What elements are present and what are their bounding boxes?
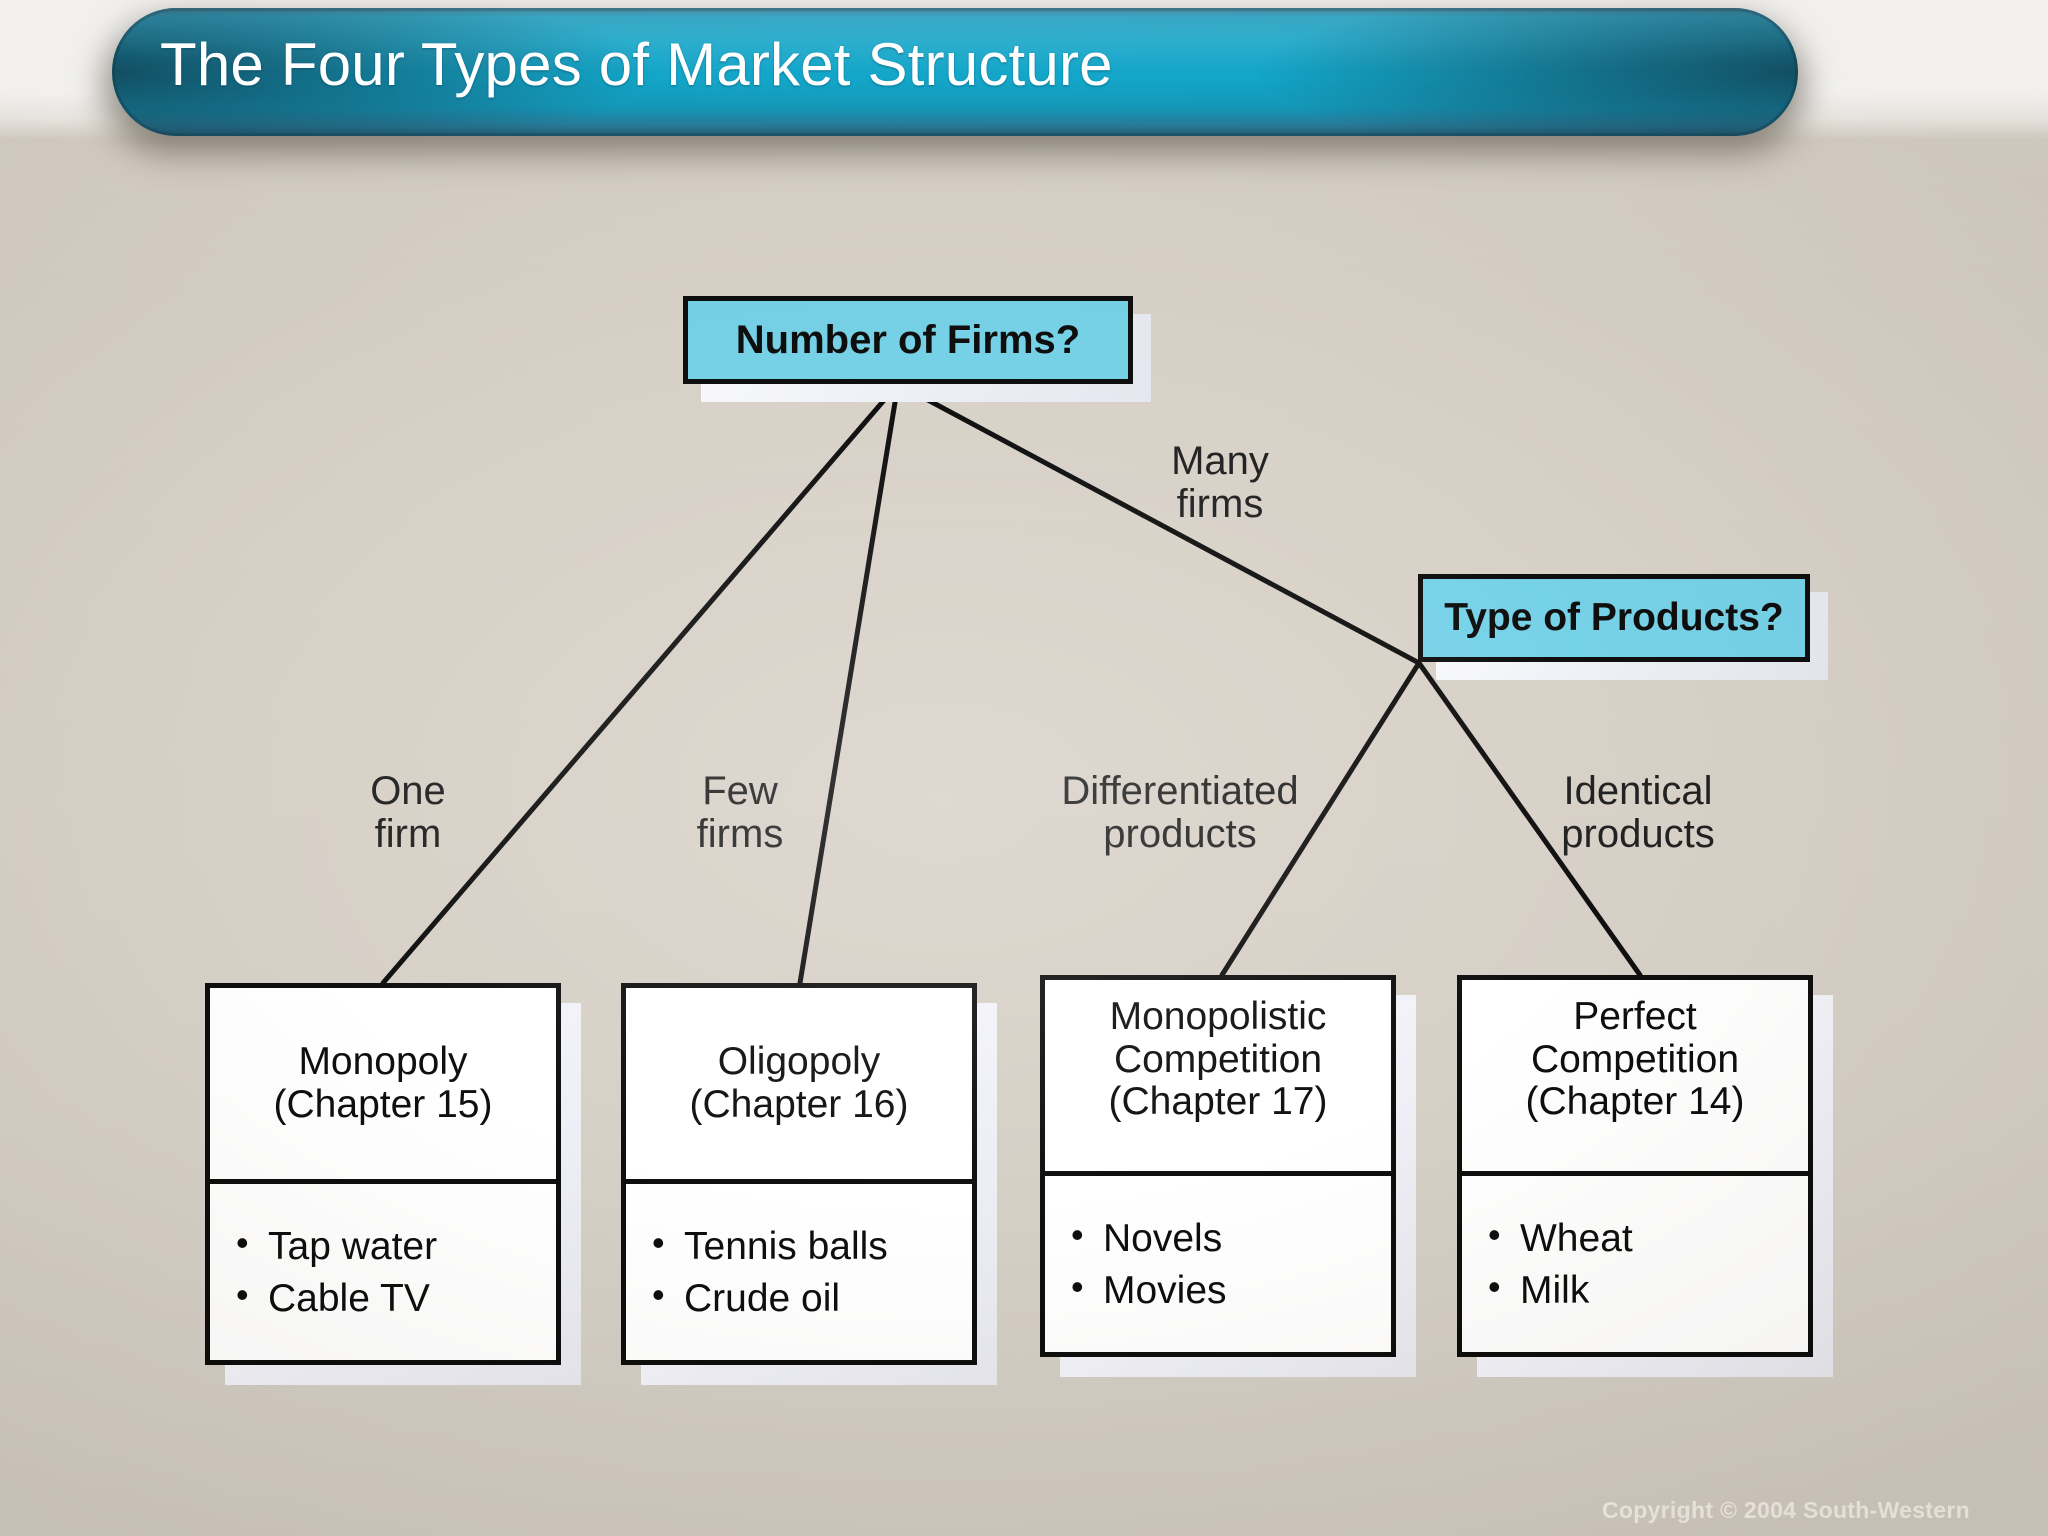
edge-few-firms bbox=[797, 381, 901, 986]
leaf-node-header: Monopolistic Competition (Chapter 17) bbox=[1045, 980, 1391, 1176]
decision-node-number-of-firms[interactable]: Number of Firms? bbox=[683, 296, 1151, 402]
leaf-node-examples: Wheat Milk bbox=[1462, 1176, 1808, 1352]
edge-label-line-2: firm bbox=[374, 812, 442, 857]
edge-label-many-firms: Many firms bbox=[1110, 439, 1330, 527]
leaf-node-chapter: (Chapter 17) bbox=[1108, 1080, 1328, 1123]
leaf-node-header: Perfect Competition (Chapter 14) bbox=[1462, 980, 1808, 1176]
leaf-node-oligopoly[interactable]: Oligopoly (Chapter 16) Tennis balls Crud… bbox=[621, 983, 997, 1385]
leaf-node-box: Perfect Competition (Chapter 14) Wheat M… bbox=[1457, 975, 1813, 1357]
leaf-node-title-line: Monopoly bbox=[298, 1040, 468, 1083]
leaf-node-monopolistic-competition[interactable]: Monopolistic Competition (Chapter 17) No… bbox=[1040, 975, 1416, 1377]
leaf-node-chapter: (Chapter 15) bbox=[273, 1082, 493, 1126]
decision-node-label: Number of Firms? bbox=[683, 296, 1133, 384]
leaf-node-title-line: Competition bbox=[1530, 1037, 1740, 1081]
list-item: Tap water bbox=[236, 1222, 556, 1270]
leaf-node-perfect-competition[interactable]: Perfect Competition (Chapter 14) Wheat M… bbox=[1457, 975, 1833, 1377]
edge-many-firms bbox=[895, 381, 1422, 666]
leaf-node-examples: Tennis balls Crude oil bbox=[626, 1184, 972, 1360]
leaf-node-title-line: Monopolistic bbox=[1109, 995, 1327, 1038]
edge-label-line-2: firms bbox=[696, 812, 784, 857]
leaf-node-title-line: Oligopoly bbox=[717, 1040, 881, 1083]
list-item: Milk bbox=[1488, 1266, 1808, 1314]
edge-one-firm bbox=[380, 381, 901, 986]
list-item: Movies bbox=[1071, 1266, 1391, 1314]
leaf-node-box: Monopolistic Competition (Chapter 17) No… bbox=[1040, 975, 1396, 1357]
edge-label-differentiated-products: Differentiated products bbox=[1020, 769, 1340, 857]
edge-label-one-firm: One firm bbox=[308, 769, 508, 857]
title-bar bbox=[112, 8, 1798, 136]
list-item: Novels bbox=[1071, 1214, 1391, 1262]
copyright-notice: Copyright © 2004 South-Western bbox=[1601, 1497, 1970, 1523]
edge-label-line-2: firms bbox=[1176, 482, 1264, 527]
list-item: Cable TV bbox=[236, 1274, 556, 1322]
edge-label-line-1: Many bbox=[1171, 439, 1269, 483]
leaf-node-monopoly[interactable]: Monopoly (Chapter 15) Tap water Cable TV bbox=[205, 983, 581, 1385]
decision-node-label: Type of Products? bbox=[1418, 574, 1810, 662]
leaf-node-chapter: (Chapter 16) bbox=[689, 1082, 909, 1126]
edge-label-line-2: products bbox=[1103, 812, 1257, 857]
edge-label-line-1: Few bbox=[702, 769, 778, 813]
list-item: Crude oil bbox=[652, 1274, 972, 1322]
decision-node-type-of-products[interactable]: Type of Products? bbox=[1418, 574, 1828, 680]
leaf-node-examples: Novels Movies bbox=[1045, 1176, 1391, 1352]
leaf-node-header: Oligopoly (Chapter 16) bbox=[626, 988, 972, 1184]
leaf-node-title-line: Competition bbox=[1113, 1037, 1323, 1081]
leaf-node-chapter: (Chapter 14) bbox=[1525, 1080, 1745, 1123]
edge-label-identical-products: Identical products bbox=[1508, 769, 1768, 857]
leaf-node-box: Monopoly (Chapter 15) Tap water Cable TV bbox=[205, 983, 561, 1365]
edge-label-line-1: Differentiated bbox=[1061, 769, 1299, 813]
list-item: Wheat bbox=[1488, 1214, 1808, 1262]
list-item: Tennis balls bbox=[652, 1222, 972, 1270]
leaf-node-examples: Tap water Cable TV bbox=[210, 1184, 556, 1360]
page-title: The Four Types of Market Structure bbox=[160, 30, 1113, 98]
edge-differentiated bbox=[1219, 660, 1422, 978]
edge-label-line-1: Identical bbox=[1563, 769, 1713, 813]
leaf-node-header: Monopoly (Chapter 15) bbox=[210, 988, 556, 1184]
leaf-node-box: Oligopoly (Chapter 16) Tennis balls Crud… bbox=[621, 983, 977, 1365]
edge-label-line-2: products bbox=[1561, 812, 1715, 857]
edge-identical bbox=[1416, 660, 1643, 978]
leaf-node-title-line: Perfect bbox=[1573, 995, 1697, 1038]
edge-label-few-firms: Few firms bbox=[640, 769, 840, 857]
edge-label-line-1: One bbox=[370, 769, 446, 813]
